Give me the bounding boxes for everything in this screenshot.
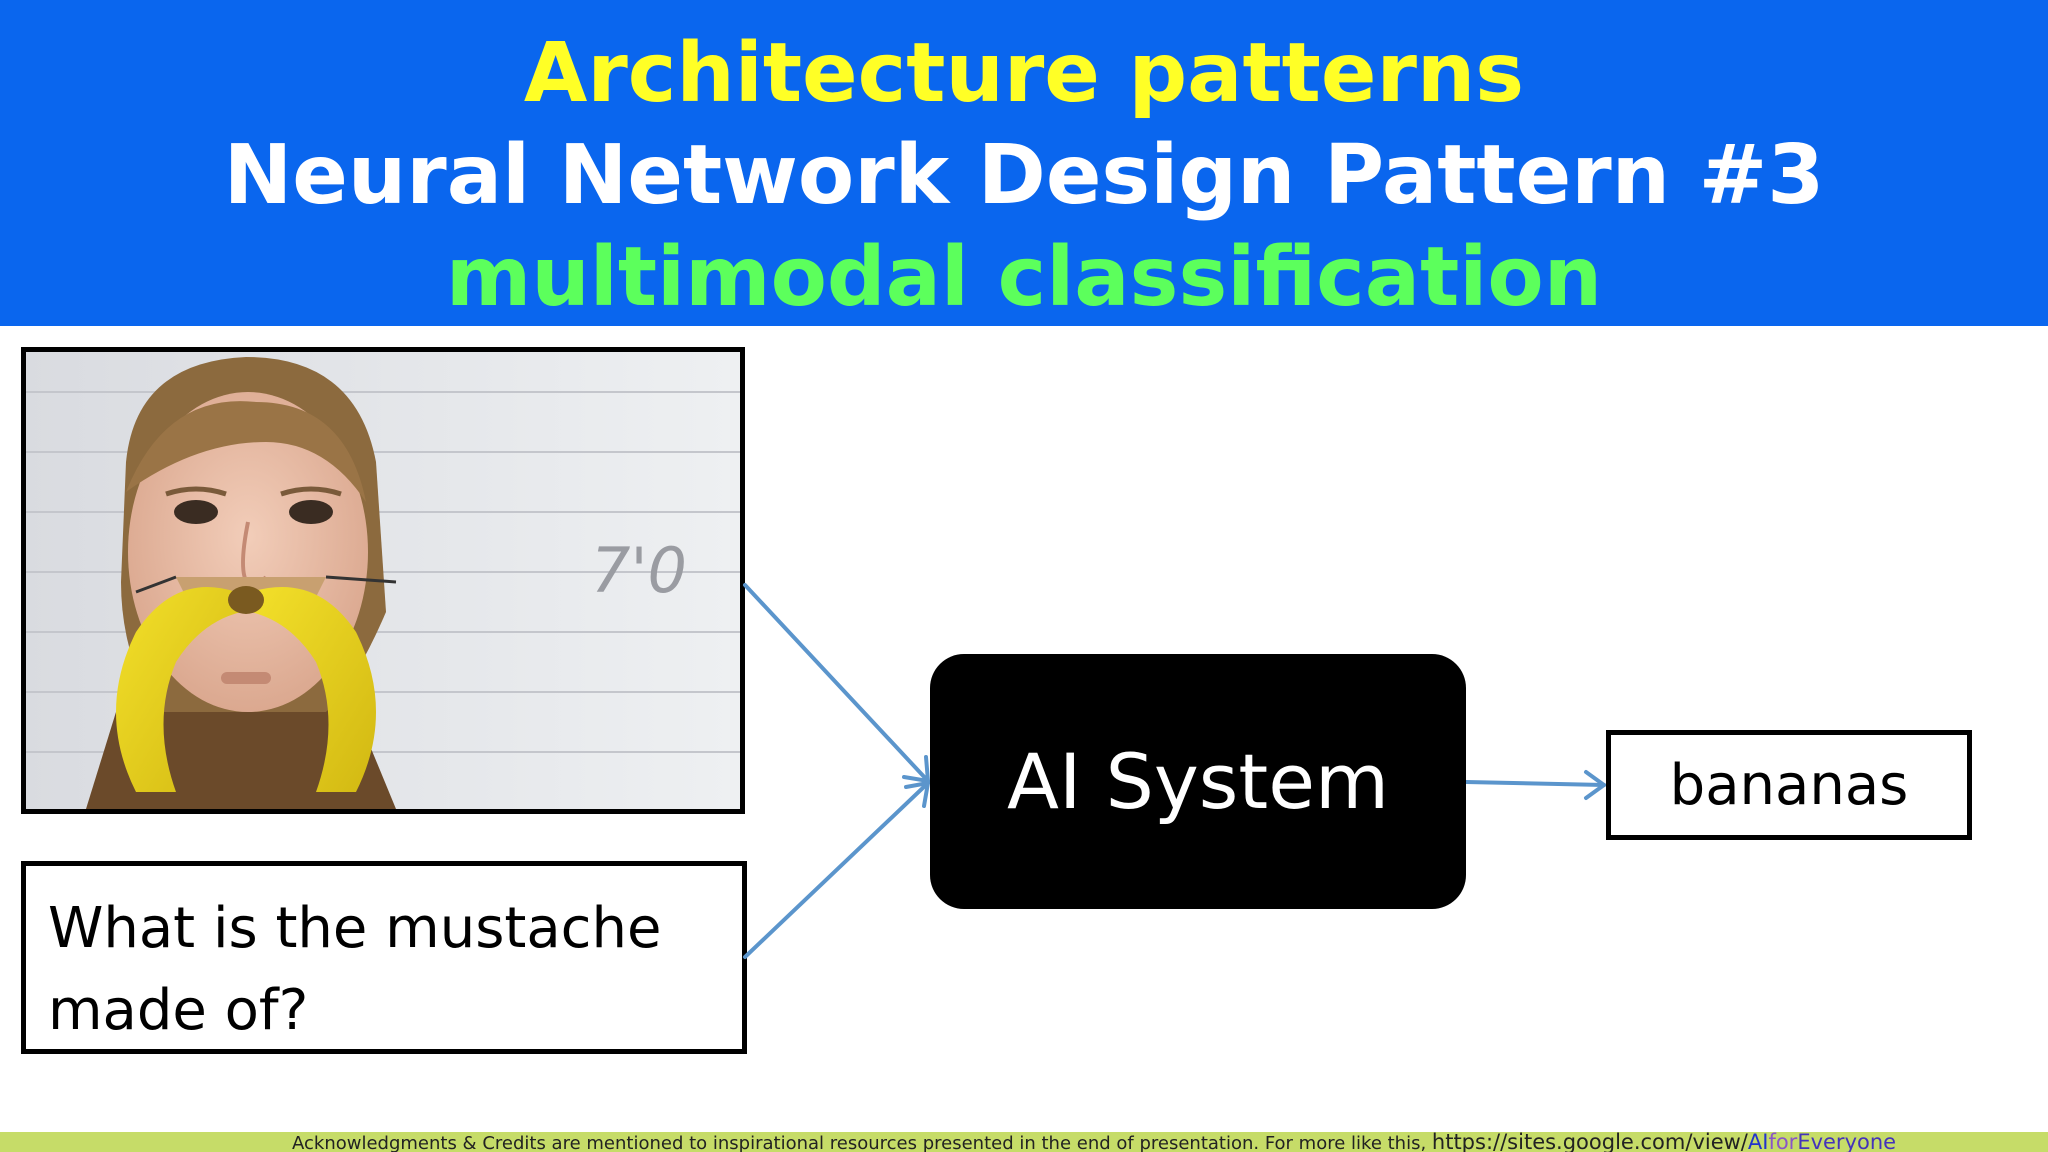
footer-link[interactable]: https://sites.google.com/view/AIforEvery… [1432,1132,1896,1152]
input-photo: 7'0 [21,347,745,814]
footer-url-everyone: Everyone [1797,1132,1897,1152]
ai-system-label: AI System [1007,737,1389,826]
image-to-system-arrow [743,583,930,783]
wall-height-marking: 7'0 [591,534,687,607]
question-arrowhead [904,780,931,808]
footer-credits-bar: Acknowledgments & Credits are mentioned … [0,1132,2048,1152]
footer-url-prefix: https://sites.google.com/view/ [1431,1132,1748,1152]
ai-system-box: AI System [930,654,1466,909]
title-multimodal-classification: multimodal classification [445,230,1603,325]
question-text: What is the mustache made of? [48,896,662,1043]
footer-credits: Acknowledgments & Credits are mentioned … [292,1132,1896,1152]
system-to-output-arrow [1464,780,1606,787]
title-architecture-patterns: Architecture patterns [523,26,1525,121]
question-to-system-arrow [743,781,930,959]
output-label: bananas [1669,752,1909,818]
title-design-pattern: Neural Network Design Pattern #3 [223,128,1825,223]
footer-credits-text: Acknowledgments & Credits are mentioned … [292,1133,1432,1152]
output-arrowhead [1584,770,1608,800]
output-box: bananas [1606,730,1972,840]
footer-url-ai: AI [1747,1132,1769,1152]
title-banner: Architecture patterns Neural Network Des… [0,0,2048,326]
question-box: What is the mustache made of? [21,861,747,1054]
footer-url-for: for [1768,1132,1798,1152]
